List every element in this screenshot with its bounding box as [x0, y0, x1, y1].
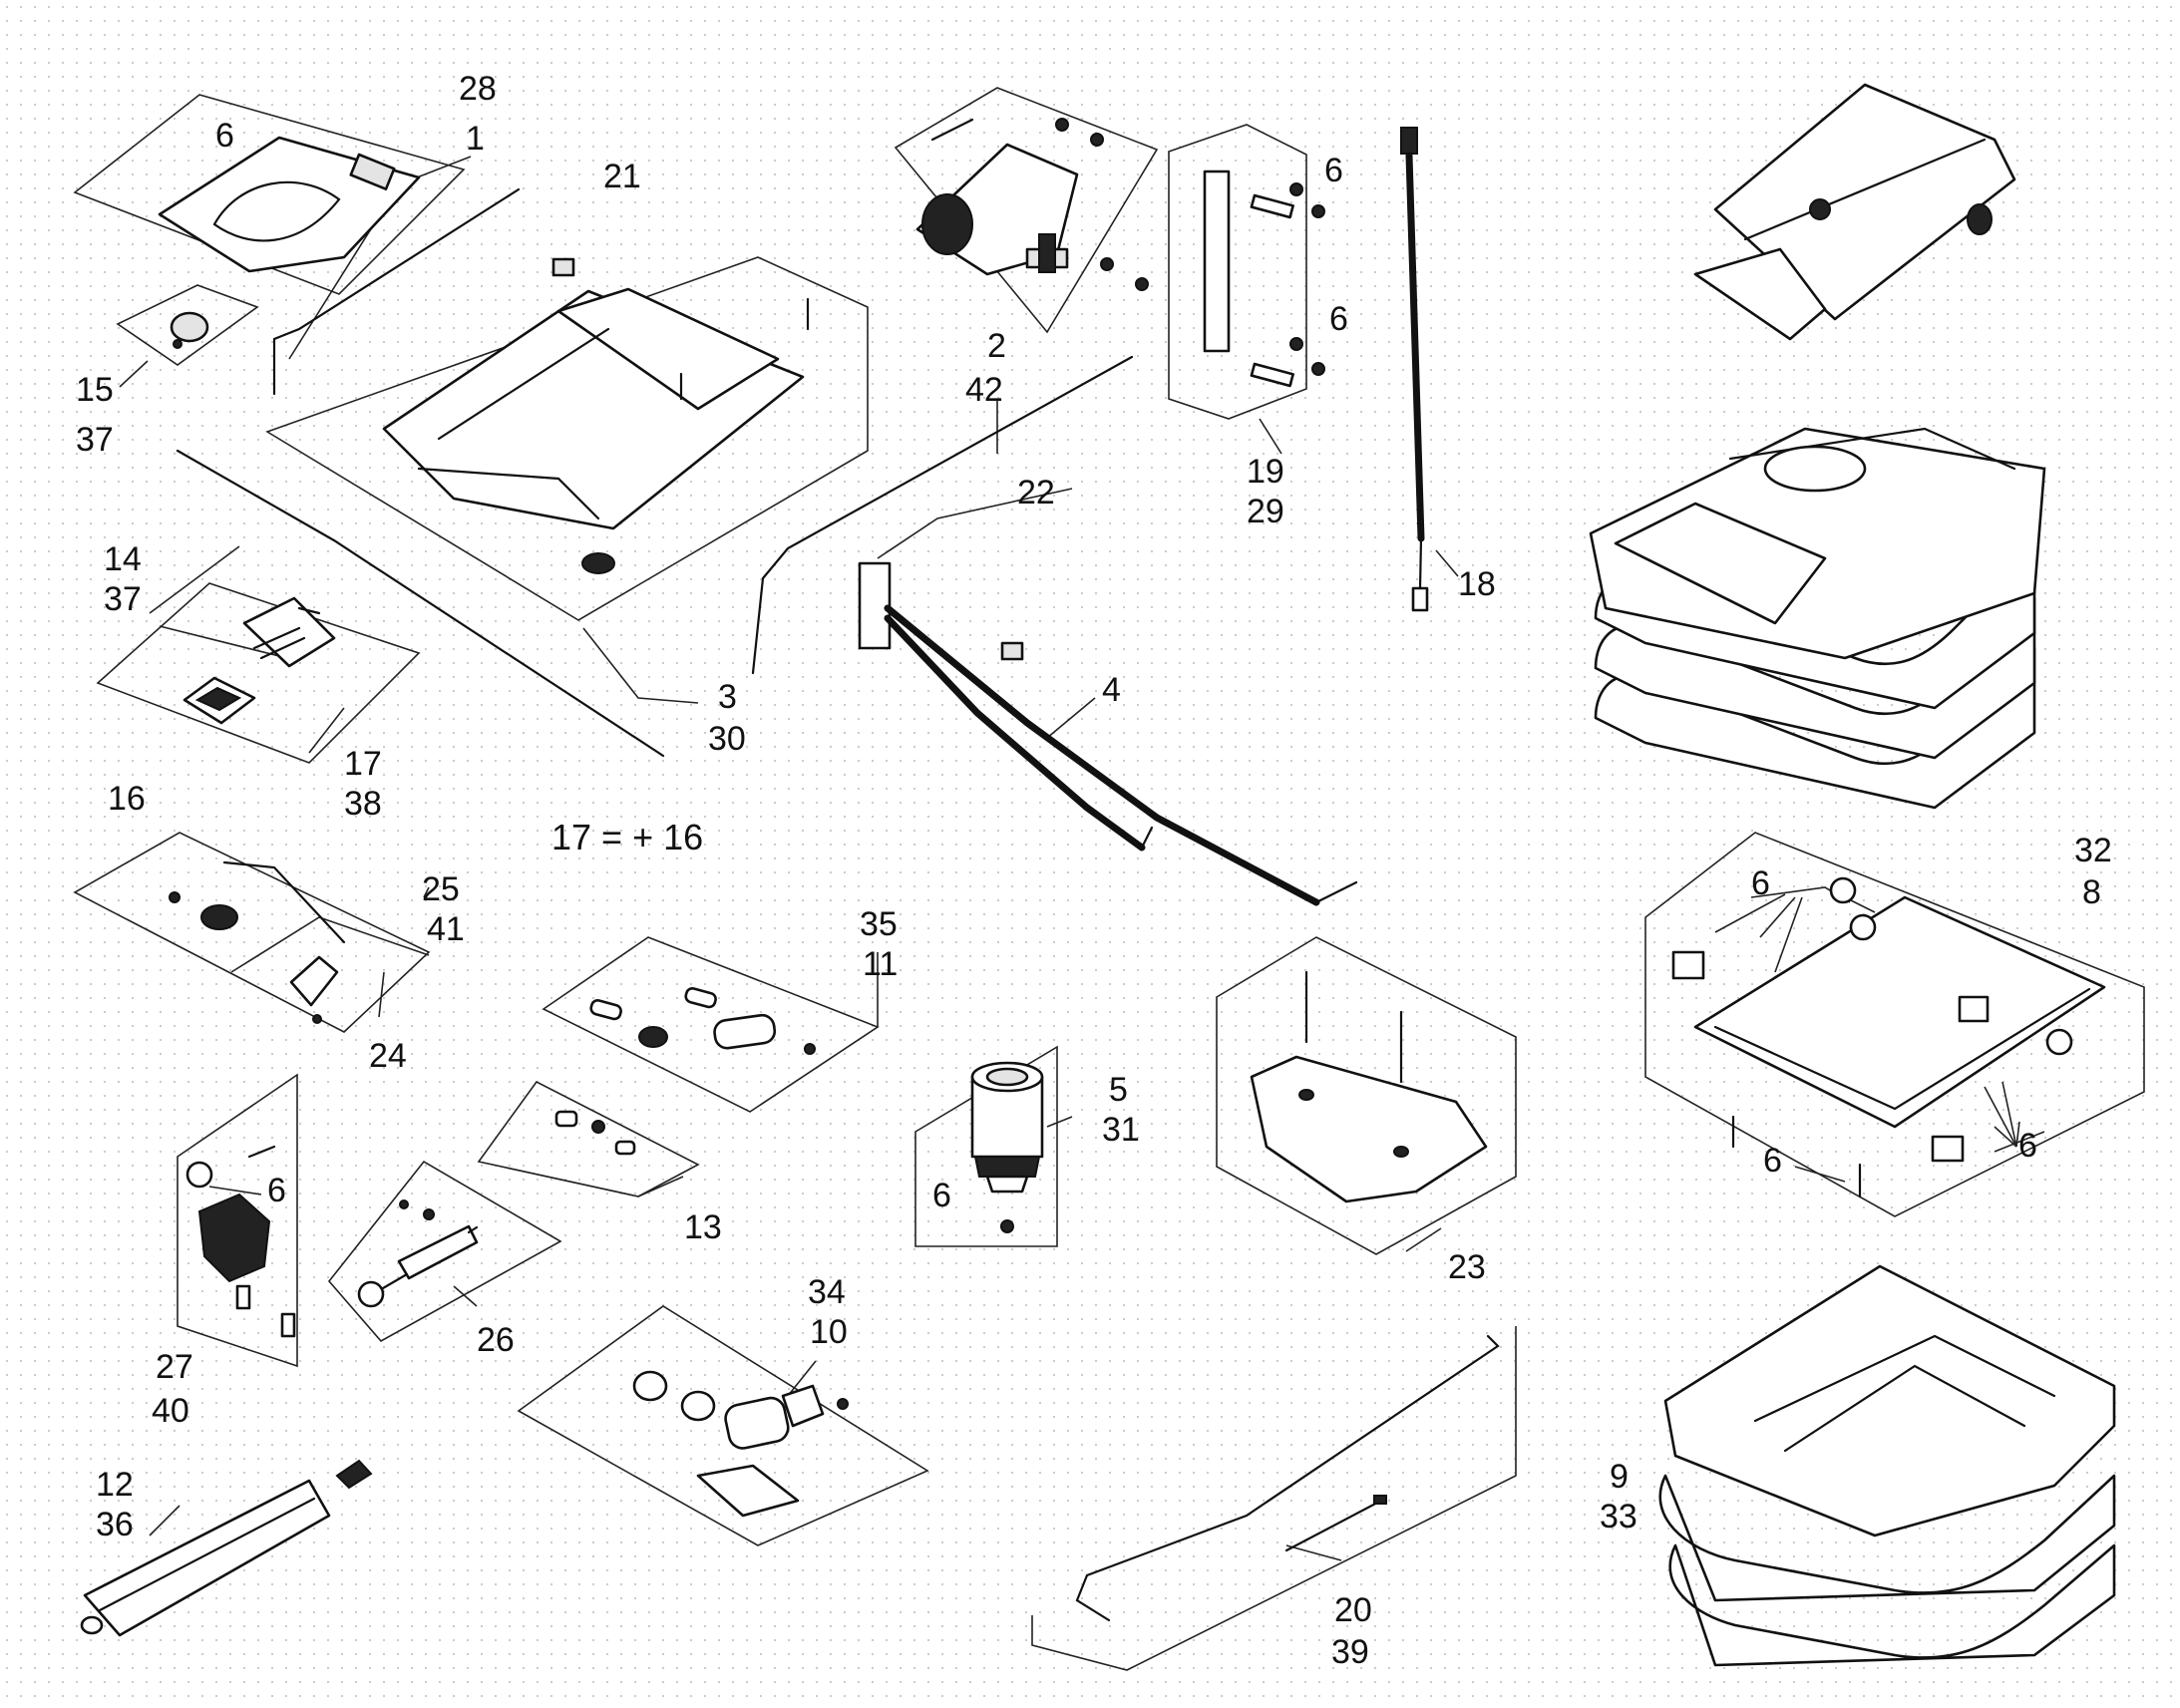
part-32-frame — [1671, 876, 2106, 1198]
callout-3: 3 — [718, 678, 737, 716]
part-1-plate — [158, 136, 421, 273]
part-25-lever — [169, 860, 346, 944]
callout-13: 13 — [684, 1208, 722, 1246]
callout-6: 6 — [1751, 864, 1770, 902]
callout-18: 18 — [1458, 565, 1496, 603]
part-2-actuator — [915, 118, 1149, 291]
part-35-motor — [589, 987, 816, 1055]
callout-6: 6 — [1324, 152, 1343, 189]
callout-8: 8 — [2082, 873, 2101, 911]
callout-numbers: 28 1 6 21 15 37 14 37 2 42 22 6 6 19 29 … — [76, 70, 2112, 1671]
callout-30: 30 — [708, 720, 746, 758]
callout-6: 6 — [215, 117, 234, 155]
callout-38: 38 — [344, 785, 382, 823]
callout-22: 22 — [1017, 474, 1055, 512]
callout-34: 34 — [808, 1273, 846, 1311]
callout-40: 40 — [152, 1392, 189, 1430]
callout-32: 32 — [2074, 832, 2112, 869]
part-seat-base — [1589, 427, 2046, 810]
part-15-knob — [170, 311, 209, 349]
callout-16: 16 — [108, 780, 146, 818]
callout-25: 25 — [422, 870, 460, 908]
callout-6: 6 — [932, 1177, 951, 1214]
callout-4: 4 — [1102, 671, 1121, 709]
part-24-catch — [289, 955, 339, 1024]
callout-42: 42 — [965, 371, 1003, 409]
callout-12: 12 — [96, 1466, 134, 1504]
callout-20: 20 — [1334, 1591, 1372, 1629]
callout-36: 36 — [96, 1506, 134, 1543]
part-4-harness — [858, 561, 1358, 906]
callout-39: 39 — [1331, 1633, 1369, 1671]
part-5-cylinder — [970, 1061, 1044, 1233]
callout-26: 26 — [477, 1321, 515, 1359]
part-23-plate — [1250, 970, 1488, 1203]
part-26-damper — [357, 1199, 479, 1308]
part-22-cable — [751, 355, 1134, 675]
callout-35: 35 — [860, 905, 898, 943]
part-34-motor — [632, 1370, 849, 1518]
callout-33: 33 — [1600, 1498, 1637, 1536]
callout-28: 28 — [459, 70, 497, 108]
part-9-bellows — [1658, 1264, 2116, 1667]
callout-6: 6 — [1763, 1142, 1782, 1180]
callout-31: 31 — [1102, 1111, 1140, 1149]
part-19-strap — [1203, 170, 1325, 388]
part-scissor-linkage — [1693, 83, 2016, 341]
part-3-frame — [382, 257, 810, 574]
callout-2: 2 — [987, 327, 1006, 365]
callout-24: 24 — [369, 1037, 407, 1075]
callout-21: 21 — [603, 158, 641, 195]
part-27-valve — [185, 1145, 296, 1338]
part-13-fittings — [554, 1110, 636, 1156]
part-12-rail — [80, 1459, 373, 1637]
callout-19: 19 — [1247, 453, 1284, 491]
callout-17: 17 — [344, 745, 382, 783]
callout-11: 11 — [863, 945, 898, 983]
callout-14: 14 — [104, 540, 142, 578]
callout-6: 6 — [2018, 1127, 2037, 1165]
part-14-cable — [176, 449, 665, 758]
callout-6: 6 — [267, 1172, 286, 1209]
callout-23: 23 — [1448, 1248, 1486, 1286]
note-17-equals-16: 17 = + 16 — [551, 817, 703, 857]
leader-lines — [119, 156, 2045, 1561]
callout-41: 41 — [427, 910, 465, 948]
callout-27: 27 — [156, 1348, 193, 1386]
part-21-cable — [272, 187, 521, 396]
callout-37: 37 — [104, 580, 142, 618]
callout-9: 9 — [1610, 1458, 1629, 1496]
part-18-cable — [1400, 127, 1429, 612]
callout-1: 1 — [466, 120, 485, 158]
callout-37: 37 — [76, 421, 114, 459]
part-16-pedal — [182, 676, 256, 725]
part-17-pedal-assembly — [242, 596, 336, 668]
callout-10: 10 — [810, 1313, 848, 1351]
parts — [80, 83, 2116, 1667]
callout-5: 5 — [1109, 1071, 1128, 1109]
callout-29: 29 — [1247, 493, 1284, 530]
part-20-rod — [1075, 1334, 1500, 1622]
callout-15: 15 — [76, 371, 114, 409]
callout-6: 6 — [1329, 300, 1348, 338]
